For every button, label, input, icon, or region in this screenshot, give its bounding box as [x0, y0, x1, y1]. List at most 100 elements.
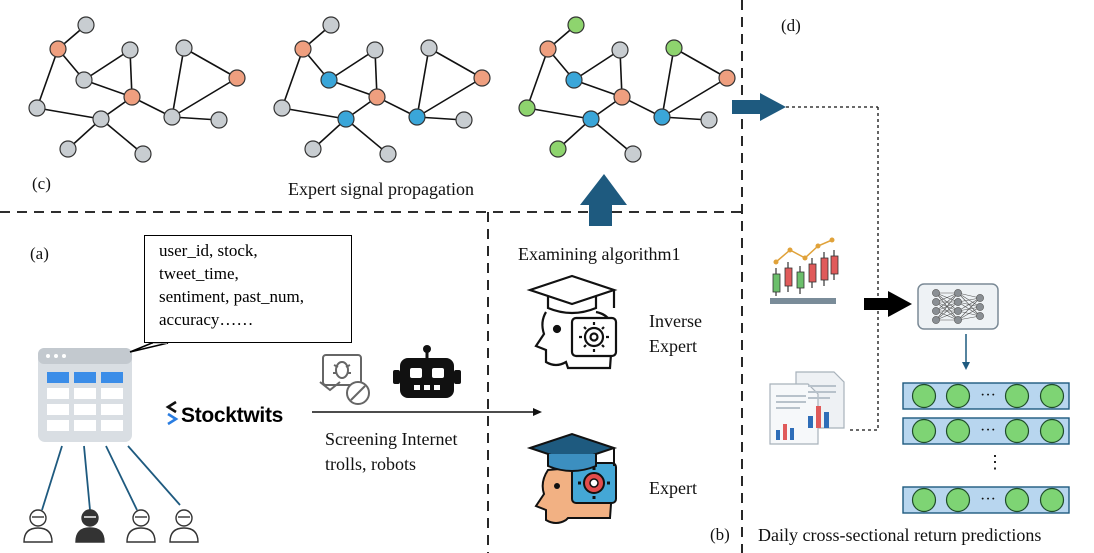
- panel-label-b: (b): [710, 525, 730, 544]
- graph-node: [718, 69, 736, 87]
- graph-edge: [100, 118, 144, 155]
- graph-edge: [428, 47, 483, 79]
- horizontal-ellipsis: ···: [980, 491, 996, 508]
- graph-node: [123, 88, 141, 106]
- network-graph: [28, 16, 246, 163]
- predictions-caption: Daily cross-sectional return predictions: [758, 525, 1042, 545]
- arrow-up-icon: [580, 174, 627, 226]
- graph-node: [420, 39, 438, 57]
- graph-edge: [171, 77, 238, 118]
- panel-label-d: (d): [781, 16, 801, 35]
- prediction-bars: ··· ··· ···: [902, 382, 1070, 514]
- prediction-node: [1004, 383, 1030, 409]
- prediction-node: [945, 383, 971, 409]
- panel-label-a: (a): [30, 244, 49, 263]
- graph-node: [624, 145, 642, 163]
- prediction-node: [911, 383, 937, 409]
- callout-tail: [129, 340, 169, 353]
- graph-node: [322, 16, 340, 34]
- graph-node: [134, 145, 152, 163]
- expert-label: Expert: [649, 478, 697, 498]
- graph-node: [77, 16, 95, 34]
- graph-edge: [83, 49, 131, 81]
- robot-icon: [393, 345, 461, 398]
- network-graph: [273, 16, 491, 163]
- graph-node: [582, 110, 600, 128]
- graph-node: [228, 69, 246, 87]
- prediction-node: [1004, 418, 1030, 444]
- graph-node: [121, 41, 139, 59]
- graph-node: [210, 111, 228, 129]
- graph-node: [565, 71, 583, 89]
- callout-line: accuracy……: [159, 310, 254, 329]
- graph-node: [175, 39, 193, 57]
- inverse-expert-label-line-1: Inverse: [649, 311, 702, 331]
- graph-node: [613, 88, 631, 106]
- bug-block-icon: [319, 354, 370, 405]
- network-graph: [518, 16, 736, 163]
- table-database-icon: [38, 348, 132, 442]
- prediction-node: [911, 487, 937, 513]
- graph-node: [49, 40, 67, 58]
- nn-node: [932, 316, 940, 324]
- neural-network-icon: [917, 283, 999, 330]
- graph-node: [549, 140, 567, 158]
- nn-node: [954, 298, 962, 306]
- graph-node: [539, 40, 557, 58]
- examining-label: Examining algorithm1: [518, 244, 681, 264]
- graph-node: [28, 99, 46, 117]
- graph-node: [320, 71, 338, 89]
- prediction-node: [1039, 418, 1065, 444]
- people-group: [23, 509, 199, 543]
- graph-edge: [416, 77, 483, 118]
- graph-edge: [183, 47, 238, 79]
- graph-node: [163, 108, 181, 126]
- graph-edge: [590, 118, 634, 155]
- person-icon: [126, 509, 156, 543]
- prediction-node: [945, 418, 971, 444]
- stocktwits-logo-icon: [165, 400, 179, 426]
- graph-edge: [526, 48, 549, 109]
- graph-node: [337, 110, 355, 128]
- nn-node: [932, 289, 940, 297]
- stocktwits-brand: Stocktwits: [181, 404, 284, 427]
- nn-node: [932, 307, 940, 315]
- graph-node: [567, 16, 585, 34]
- graph-node: [700, 111, 718, 129]
- arrow-right-icon: [864, 291, 912, 317]
- graph-node: [455, 111, 473, 129]
- nn-node: [954, 316, 962, 324]
- expert-head-icon: [526, 432, 618, 524]
- inverse-expert-head-icon: [526, 274, 618, 370]
- graph-edge: [345, 118, 389, 155]
- graph-node: [611, 41, 629, 59]
- panel-label-c: (c): [32, 174, 51, 193]
- prediction-row: ···: [902, 417, 1070, 445]
- graph-node: [665, 39, 683, 57]
- graph-node: [473, 69, 491, 87]
- nn-node: [932, 298, 940, 306]
- prediction-row: ···: [902, 382, 1070, 410]
- report-document-icon: [769, 371, 845, 445]
- prediction-node: [1039, 383, 1065, 409]
- nn-node: [976, 312, 984, 320]
- graph-edge: [36, 48, 59, 109]
- graph-edge: [171, 47, 185, 118]
- graph-edge: [416, 47, 430, 118]
- candlestick-chart-icon: [770, 237, 839, 304]
- graph-node: [518, 99, 536, 117]
- screening-arrow: [312, 408, 542, 416]
- graph-edge: [573, 49, 621, 81]
- prediction-row: ···: [902, 486, 1070, 514]
- graph-edge: [281, 107, 347, 120]
- graph-edge: [661, 47, 675, 118]
- graph-node: [379, 145, 397, 163]
- graph-edge: [328, 49, 376, 81]
- callout-line: sentiment, past_num,: [159, 287, 304, 306]
- panel-dividers: [0, 0, 743, 553]
- graph-node: [273, 99, 291, 117]
- vertical-ellipsis: ⋮: [986, 452, 1004, 472]
- person-icon: [23, 509, 53, 543]
- nn-to-prediction-arrow: [962, 334, 970, 370]
